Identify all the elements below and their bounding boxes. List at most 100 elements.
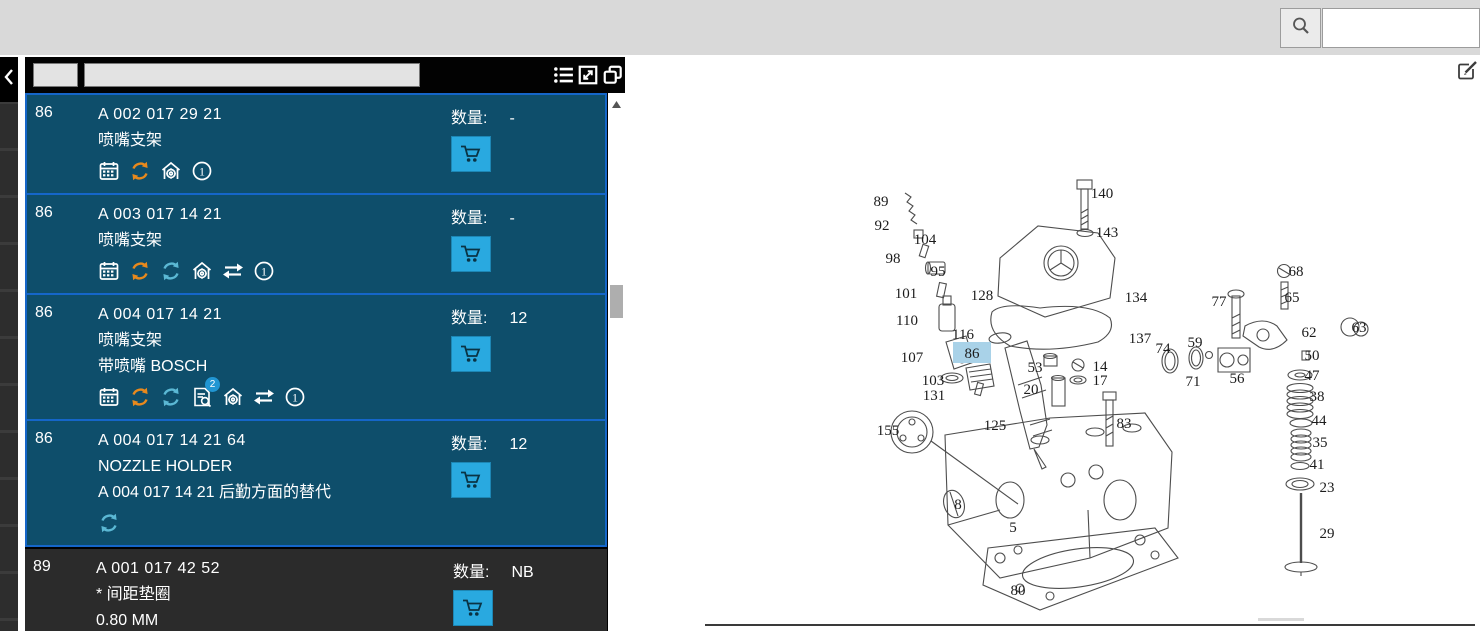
svg-text:1: 1	[199, 165, 205, 179]
scroll-up-icon[interactable]	[611, 96, 622, 114]
diagram-callout-number[interactable]: 103	[922, 373, 945, 389]
search-icon	[1291, 16, 1311, 41]
diagram-callout-number[interactable]: 41	[1310, 457, 1325, 473]
diagram-callout-number[interactable]: 29	[1320, 526, 1335, 542]
diagram-callout-number[interactable]: 38	[1310, 389, 1325, 405]
quantity-label: 数量:	[451, 210, 488, 227]
diagram-callout-number[interactable]: 63	[1352, 320, 1367, 336]
part-number: A 004 017 14 21 64	[98, 432, 246, 449]
edit-icon[interactable]	[1457, 59, 1479, 81]
info-icon[interactable]: 1	[284, 386, 306, 408]
diagram-callout-number[interactable]: 128	[971, 288, 994, 304]
factory-icon[interactable]	[191, 260, 213, 282]
add-to-cart-button[interactable]	[453, 590, 493, 626]
quantity-label: 数量:	[451, 310, 488, 327]
refresh-blue-icon[interactable]	[98, 512, 120, 534]
diagram-callout-number[interactable]: 35	[1313, 435, 1328, 451]
diagram-callout-number[interactable]: 65	[1285, 290, 1300, 306]
swap-icon[interactable]	[222, 260, 244, 282]
add-to-cart-button[interactable]	[451, 336, 491, 372]
diagram-artwork	[705, 179, 1475, 626]
parts-filter-input[interactable]	[84, 63, 420, 87]
detach-window-icon[interactable]	[602, 64, 624, 86]
diagram-callout-number[interactable]: 95	[931, 264, 946, 280]
collapse-panel-button[interactable]	[0, 57, 18, 102]
diagram-callout-number[interactable]: 68	[1289, 264, 1304, 280]
diagram-callout-number[interactable]: 140	[1091, 186, 1114, 202]
refresh-orange-icon[interactable]	[129, 386, 151, 408]
part-description: 0.80 MM	[96, 612, 159, 629]
list-scrollbar[interactable]	[608, 93, 625, 631]
refresh-blue-icon[interactable]	[160, 260, 182, 282]
calendar-icon[interactable]	[98, 386, 120, 408]
diagram-callout-number[interactable]: 131	[923, 388, 946, 404]
refresh-orange-icon[interactable]	[129, 160, 151, 182]
search-button[interactable]	[1280, 8, 1321, 48]
calendar-icon[interactable]	[98, 260, 120, 282]
diagram-callout-number[interactable]: 17	[1093, 373, 1109, 389]
diagram-callout-number[interactable]: 74	[1156, 341, 1172, 357]
scrollbar-thumb[interactable]	[610, 285, 623, 318]
row-action-icons: 1	[98, 256, 453, 286]
part-description: 带喷嘴 BOSCH	[98, 358, 208, 375]
diagram-callout-number[interactable]: 50	[1305, 348, 1320, 364]
refresh-blue-icon[interactable]	[160, 386, 182, 408]
quantity-label: 数量:	[451, 110, 488, 127]
diagram-callout-number[interactable]: 47	[1305, 368, 1321, 384]
add-to-cart-button[interactable]	[451, 136, 491, 172]
diagram-callout-number[interactable]: 92	[875, 218, 890, 234]
part-number: A 003 017 14 21	[98, 206, 223, 223]
list-view-icon[interactable]	[552, 64, 574, 86]
info-icon[interactable]: 1	[191, 160, 213, 182]
diagram-callout-number[interactable]: 89	[874, 194, 889, 210]
add-to-cart-button[interactable]	[451, 236, 491, 272]
diagram-callout-number[interactable]: 14	[1093, 359, 1109, 375]
calendar-icon[interactable]	[98, 160, 120, 182]
quantity-label: 数量:	[451, 436, 488, 453]
doc-search-icon[interactable]: 2	[191, 377, 220, 408]
info-icon[interactable]: 1	[253, 260, 275, 282]
position-filter-input[interactable]	[33, 63, 78, 87]
collapsed-panel-strip[interactable]	[0, 57, 18, 631]
diagram-callout-number[interactable]: 98	[886, 251, 901, 267]
add-to-cart-button[interactable]	[451, 462, 491, 498]
diagram-callout-number[interactable]: 80	[1011, 583, 1026, 599]
swap-icon[interactable]	[253, 386, 275, 408]
factory-icon[interactable]	[160, 160, 182, 182]
position-number: 86	[35, 430, 53, 447]
diagram-callout-number[interactable]: 155	[877, 423, 900, 439]
factory-icon[interactable]	[222, 386, 244, 408]
diagram-callout-number[interactable]: 86	[965, 346, 981, 362]
diagram-callout-number[interactable]: 137	[1129, 331, 1152, 347]
diagram-callout-number[interactable]: 20	[1024, 382, 1039, 398]
refresh-orange-icon[interactable]	[129, 260, 151, 282]
diagram-callout-number[interactable]: 23	[1320, 480, 1335, 496]
diagram-callout-number[interactable]: 104	[914, 232, 937, 248]
diagram-callout-number[interactable]: 62	[1302, 325, 1317, 341]
diagram-callout-number[interactable]: 101	[895, 286, 918, 302]
diagram-callout-number[interactable]: 107	[901, 350, 924, 366]
diagram-callout-number[interactable]: 53	[1028, 360, 1043, 376]
diagram-callout-number[interactable]: 110	[896, 313, 918, 329]
diagram-callout-number[interactable]: 8	[954, 497, 962, 513]
diagram-callout-number[interactable]: 44	[1312, 413, 1328, 429]
diagram-callout-number[interactable]: 56	[1230, 371, 1246, 387]
search-input[interactable]	[1322, 8, 1480, 48]
diagram-callout-number[interactable]: 5	[1009, 520, 1017, 536]
diagram-callout-number[interactable]: 125	[984, 418, 1007, 434]
diagram-callout-number[interactable]: 143	[1096, 225, 1119, 241]
diagram-callout-number[interactable]: 77	[1212, 294, 1228, 310]
position-number: 86	[35, 204, 53, 221]
diagram-callout-number[interactable]: 59	[1188, 335, 1203, 351]
fullscreen-icon[interactable]	[577, 64, 599, 86]
diagram-callout-number[interactable]: 83	[1117, 416, 1132, 432]
diagram-callout-number[interactable]: 116	[952, 327, 974, 343]
diagram-callout-number[interactable]: 71	[1186, 374, 1201, 390]
diagram-callout-number[interactable]: 134	[1125, 290, 1148, 306]
